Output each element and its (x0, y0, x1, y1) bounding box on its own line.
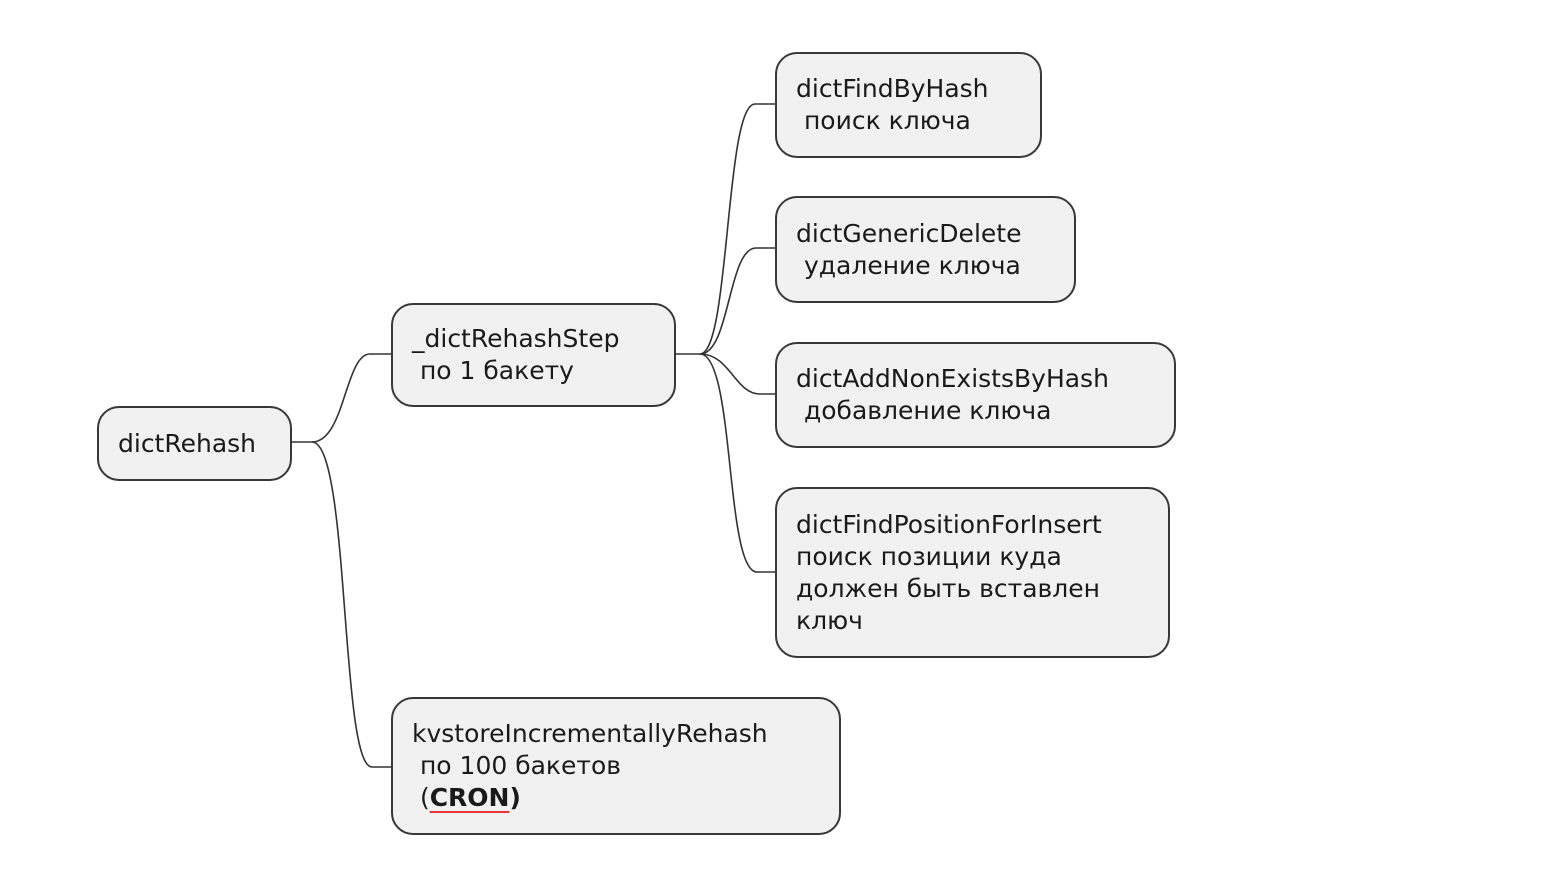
node-description: по 1 бакету (412, 356, 574, 385)
cron-suffix: ) (509, 783, 521, 812)
node-description-line-1: поиск позиции куда (796, 541, 1062, 571)
node-description: добавление ключа (796, 396, 1052, 425)
node-dictfindbyhash: dictFindByHash поиск ключа (775, 52, 1042, 158)
cron-label: CRON (429, 783, 510, 812)
node-dictaddnonexistsbyhash: dictAddNonExistsByHash добавление ключа (775, 342, 1176, 448)
node-kvstoreincrementallyrehash: kvstoreIncrementallyRehash по 100 бакето… (391, 697, 841, 835)
edge-step-to-findposition (699, 353, 776, 573)
node-title: dictFindByHash (796, 74, 989, 103)
node-title: _dictRehashStep (412, 324, 620, 353)
node-dictrehash: dictRehash (97, 406, 292, 481)
node-description-line-2: должен быть вставлен (796, 573, 1100, 603)
edge-step-to-addnonexists (699, 353, 776, 395)
edge-step-to-findbyhash (675, 103, 776, 355)
node-title: kvstoreIncrementallyRehash (412, 719, 768, 748)
node-description: удаление ключа (796, 250, 1021, 280)
node-title: dictRehash (118, 428, 257, 458)
node-description: поиск ключа (796, 106, 971, 135)
node-title: dictFindPositionForInsert (796, 509, 1102, 539)
node-dictfindpositionforinsert: dictFindPositionForInsert поиск позиции … (775, 487, 1170, 658)
node-title: dictGenericDelete (796, 218, 1022, 248)
node-description-line-3: ключ (796, 605, 863, 635)
node-dictrehashstep: _dictRehashStep по 1 бакету (391, 303, 676, 407)
node-title: dictAddNonExistsByHash (796, 364, 1109, 393)
node-dictgenericdelete: dictGenericDelete удаление ключа (775, 196, 1076, 303)
cron-prefix: ( (412, 783, 430, 812)
node-cron-line: (CRON) (412, 782, 821, 814)
edge-root-to-rehashstep (291, 353, 392, 443)
edge-root-to-kvstore (311, 441, 392, 768)
node-description: по 100 бакетов (412, 751, 622, 780)
edge-step-to-genericdelete (699, 247, 776, 355)
